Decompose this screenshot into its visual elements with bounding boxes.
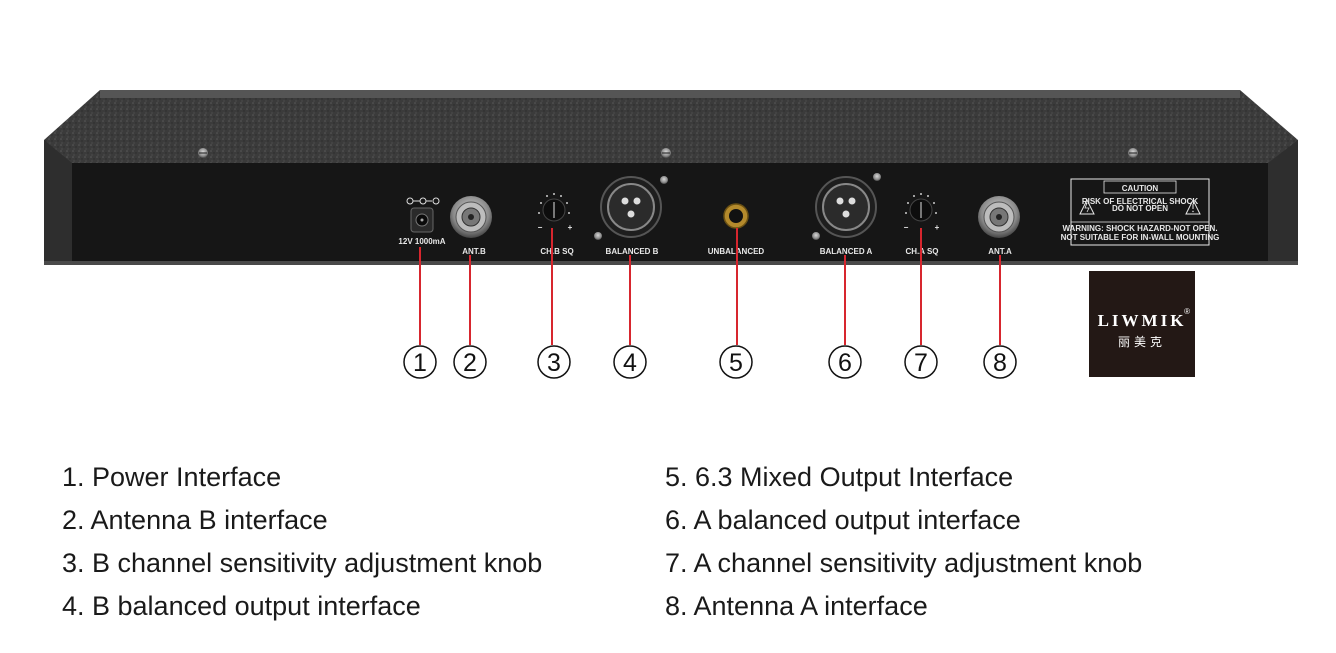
- legend-item-4: 4. B balanced output interface: [62, 591, 421, 621]
- knob-plus-a: +: [935, 223, 940, 232]
- caution-warning2: NOT SUITABLE FOR IN-WALL MOUNTING: [1061, 233, 1220, 242]
- balanced-a-label: BALANCED A: [820, 247, 873, 256]
- power-label: 12V 1000mA: [398, 237, 445, 246]
- svg-text:3: 3: [547, 349, 561, 377]
- callout-2: 2: [453, 345, 487, 379]
- logo-brand-text: LIWMIK: [1097, 311, 1187, 330]
- legend-item-1: 1. Power Interface: [62, 462, 282, 492]
- ant-a-label: ANT.A: [988, 247, 1012, 256]
- balanced-b-label: BALANCED B: [606, 247, 659, 256]
- svg-text:6: 6: [838, 349, 852, 377]
- logo-registered-mark: ®: [1184, 307, 1190, 316]
- panel-face: [72, 163, 1268, 263]
- legend-item-8: 8. Antenna A interface: [665, 591, 928, 621]
- legend-item-7: 7. A channel sensitivity adjustment knob: [665, 548, 1143, 578]
- callout-3: 3: [537, 345, 571, 379]
- callout-4: 4: [613, 345, 647, 379]
- knob-plus-b: +: [568, 223, 573, 232]
- legend-item-6: 6. A balanced output interface: [665, 505, 1021, 535]
- svg-text:5: 5: [729, 349, 743, 377]
- legend-item-3: 3. B channel sensitivity adjustment knob: [62, 548, 543, 578]
- svg-text:7: 7: [914, 349, 928, 377]
- screw-icon: [660, 176, 668, 184]
- warning-triangle-icon: [1079, 198, 1095, 215]
- caution-label: CAUTION RISK OF ELECTRICAL SHOCK DO NOT …: [1061, 178, 1220, 246]
- polarity-icon: [406, 197, 440, 205]
- caution-title: CAUTION: [1122, 184, 1159, 193]
- legend-item-2: 2. Antenna B interface: [62, 505, 328, 535]
- warning-exclamation-icon: [1185, 198, 1201, 215]
- screw-icon: [198, 148, 208, 158]
- callout-7: 7: [904, 345, 938, 379]
- caution-line1: RISK OF ELECTRICAL SHOCK: [1082, 197, 1199, 206]
- caution-warning1: WARNING: SHOCK HAZARD-NOT OPEN.: [1062, 224, 1217, 233]
- callout-5: 5: [719, 345, 753, 379]
- callout-lines: [419, 228, 1001, 345]
- callout-8: 8: [983, 345, 1017, 379]
- ch-b-sq-label: CH.B SQ: [540, 247, 573, 256]
- knob-minus-a: −: [904, 223, 909, 232]
- antenna-a-connector: ANT.A: [978, 196, 1020, 256]
- balanced-b-xlr: BALANCED B: [594, 176, 662, 256]
- ch-b-sq-knob: − + CH.B SQ: [538, 193, 574, 256]
- balanced-a-xlr: BALANCED A: [812, 173, 881, 256]
- screw-icon: [1128, 148, 1138, 158]
- svg-text:2: 2: [463, 349, 477, 377]
- screw-icon: [661, 148, 671, 158]
- svg-text:1: 1: [413, 349, 427, 377]
- power-jack: 12V 1000mA: [398, 197, 446, 246]
- chassis: [44, 90, 1298, 265]
- callout-markers: 1 2 3 4 5 6 7 8: [403, 345, 1017, 379]
- legend-right-column: 5. 6.3 Mixed Output Interface 6. A balan…: [665, 456, 1142, 628]
- brand-logo: LIWMIK ® 丽美克: [1089, 271, 1195, 377]
- ant-b-label: ANT.B: [462, 247, 486, 256]
- callout-1: 1: [403, 345, 437, 379]
- logo-chinese-text: 丽美克: [1117, 335, 1166, 349]
- antenna-b-connector: ANT.B: [450, 196, 492, 256]
- caution-line2: DO NOT OPEN: [1112, 204, 1168, 213]
- knob-minus-b: −: [538, 223, 543, 232]
- svg-text:8: 8: [993, 349, 1007, 377]
- callout-6: 6: [828, 345, 862, 379]
- legend-item-5: 5. 6.3 Mixed Output Interface: [665, 462, 1014, 492]
- svg-text:4: 4: [623, 349, 637, 377]
- legend-left-column: 1. Power Interface 2. Antenna B interfac…: [62, 456, 542, 628]
